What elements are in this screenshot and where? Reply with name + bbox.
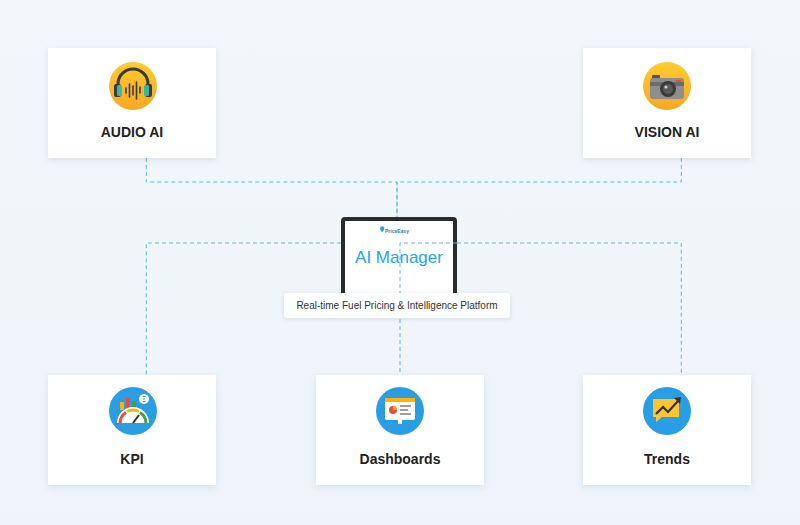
box-label: Trends — [583, 451, 751, 467]
feature-box: VISION AI — [583, 48, 751, 158]
feature-box: AUDIO AI — [48, 48, 216, 158]
box-label: KPI — [48, 451, 216, 467]
gauge-icon — [109, 387, 157, 435]
brand-logo: PriceEasy — [385, 227, 425, 235]
box-label: Dashboards — [316, 451, 484, 467]
trend-icon — [643, 387, 691, 435]
feature-box: KPI — [48, 375, 216, 485]
screen-title: AI Manager — [341, 247, 457, 269]
platform-laptop: PriceEasy AI ManagerReal-time Fuel Pricin… — [284, 217, 510, 318]
box-label: VISION AI — [583, 124, 751, 140]
dashboard-icon — [376, 387, 424, 435]
feature-box: Dashboards — [316, 375, 484, 485]
platform-caption: Real-time Fuel Pricing & Intelligence Pl… — [284, 293, 510, 318]
headphones-icon — [109, 62, 157, 110]
box-label: AUDIO AI — [48, 124, 216, 140]
feature-box: Trends — [583, 375, 751, 485]
dashed-connector — [146, 158, 397, 217]
camera-icon — [643, 62, 691, 110]
dashed-connector — [397, 158, 681, 217]
